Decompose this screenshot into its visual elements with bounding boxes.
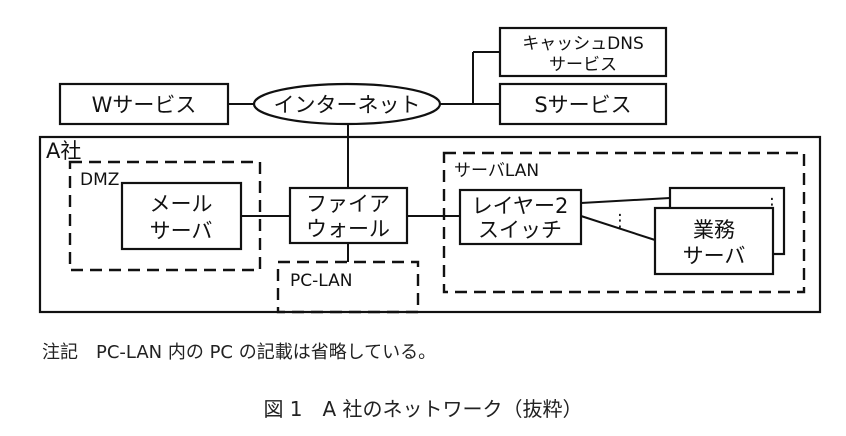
link-switch-servers-bottom — [580, 215, 656, 241]
dmz-zone — [68, 160, 262, 272]
cache-dns-box — [498, 26, 668, 78]
firewall-box — [288, 186, 409, 245]
company-a-boundary — [38, 135, 822, 314]
firewall-label-line1: ファイア — [306, 192, 390, 216]
server-lan-label: サーバLAN — [454, 161, 539, 181]
server-lan-zone — [442, 151, 806, 294]
figure-caption: 図 1 A 社のネットワーク（抜粋） — [263, 397, 583, 421]
business-server-box — [653, 206, 775, 276]
ellipsis-marker: ⋮ — [612, 211, 629, 231]
business-server-label-line1: 業務 — [693, 218, 735, 242]
firewall-label-line2: ウォール — [306, 217, 390, 241]
pc-lan-label: PC-LAN — [290, 271, 352, 291]
l2-switch-label-line1: レイヤー2 — [472, 194, 569, 218]
cache-dns-label-line1: キャッシュDNS — [522, 34, 644, 54]
diagram-note: 注記 PC-LAN 内の PC の記載は省略している。 — [42, 342, 437, 363]
mail-server-label-line2: サーバ — [150, 219, 213, 243]
w-service-box — [58, 82, 230, 126]
mail-server-box — [120, 181, 243, 251]
s-service-label: Sサービス — [534, 93, 631, 117]
business-server-label-line2: サーバ — [683, 244, 746, 268]
mail-server-label-line1: メール — [150, 192, 213, 216]
cache-dns-label-line2: サービス — [549, 55, 617, 75]
l2-switch-box — [458, 188, 583, 246]
internet-ellipse — [252, 82, 442, 126]
dmz-label: DMZ — [80, 170, 119, 190]
company-a-label: A社 — [46, 139, 81, 163]
w-service-label: Wサービス — [92, 93, 197, 117]
s-service-box — [498, 82, 668, 126]
link-switch-servers-top — [580, 197, 671, 204]
l2-switch-label-line2: スイッチ — [478, 218, 562, 242]
internet-label: インターネット — [274, 93, 421, 117]
